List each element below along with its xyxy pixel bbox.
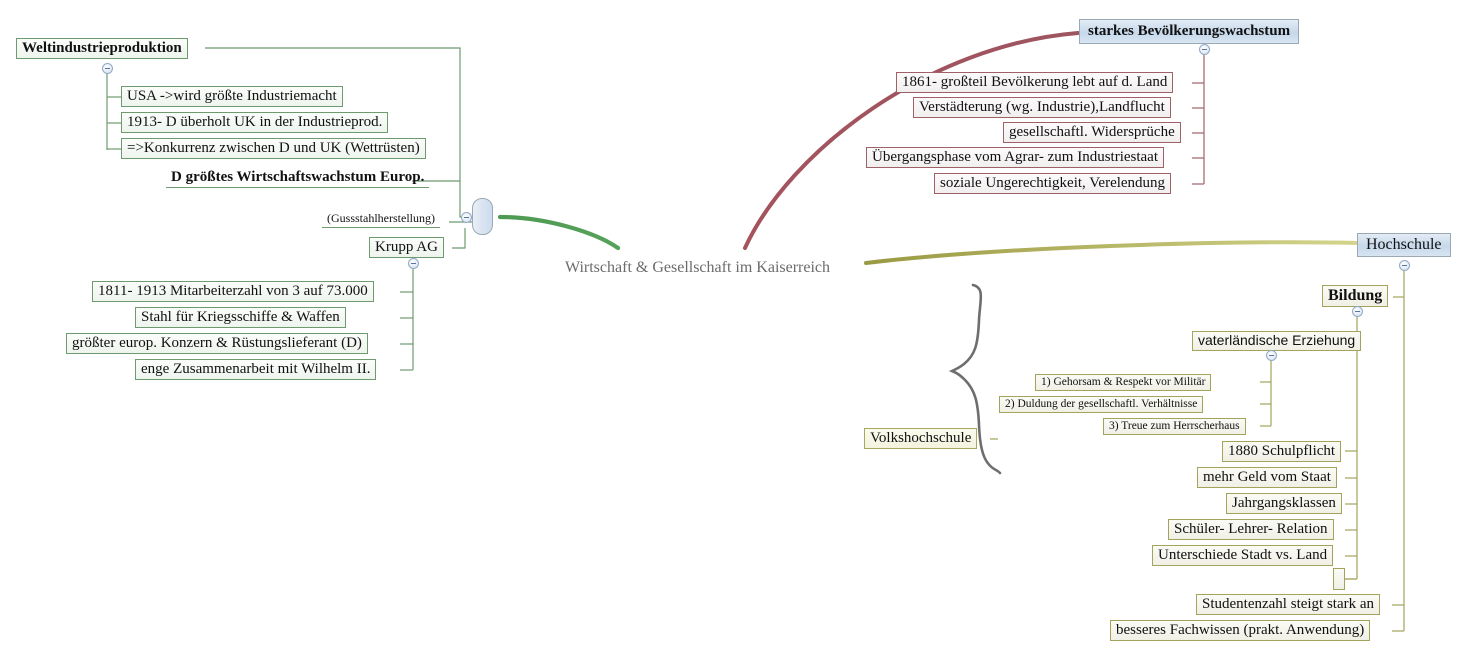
node-hochschule[interactable]: Hochschule bbox=[1357, 233, 1451, 258]
node-patriotic-item-1[interactable]: 1) Gehorsam & Respekt vor Militär bbox=[1035, 374, 1212, 392]
node-volkshochschule[interactable]: Volkshochschule bbox=[864, 428, 978, 450]
center-topic-title: Wirtschaft & Gesellschaft im Kaiserreich bbox=[565, 259, 831, 276]
node-industry-item-3[interactable]: =>Konkurrenz zwischen D und UK (Wettrüst… bbox=[121, 138, 426, 160]
node-population-item-3[interactable]: gesellschaftl. Widersprüche bbox=[1003, 122, 1181, 144]
collapse-toggle-bevoelkerung[interactable] bbox=[1199, 44, 1210, 55]
node-starkes-bevoelkerungswachstum[interactable]: starkes Bevölkerungswachstum bbox=[1079, 19, 1300, 45]
node-vaterlaendische-erziehung[interactable]: vaterländische Erziehung bbox=[1192, 331, 1362, 352]
node-gussstahlherstellung[interactable]: (Gussstahlherstellung) bbox=[322, 211, 440, 228]
collapse-toggle-erziehung[interactable] bbox=[1266, 350, 1277, 361]
node-krupp-item-2[interactable]: Stahl für Kriegsschiffe & Waffen bbox=[135, 307, 346, 329]
node-krupp-item-4[interactable]: enge Zusammenarbeit mit Wilhelm II. bbox=[135, 359, 377, 381]
node-school-item-3[interactable]: Jahrgangsklassen bbox=[1226, 493, 1342, 515]
node-industry-item-1[interactable]: USA ->wird größte Industriemacht bbox=[121, 86, 343, 108]
node-population-item-1[interactable]: 1861- großteil Bevölkerung lebt auf d. L… bbox=[896, 72, 1174, 94]
node-school-item-2[interactable]: mehr Geld vom Staat bbox=[1197, 467, 1337, 489]
node-krupp-ag[interactable]: Krupp AG bbox=[369, 237, 444, 259]
node-patriotic-item-2[interactable]: 2) Duldung der gesellschaftl. Verhältnis… bbox=[999, 396, 1204, 414]
node-school-item-5[interactable]: Unterschiede Stadt vs. Land bbox=[1152, 545, 1334, 567]
node-bildung[interactable]: Bildung bbox=[1322, 285, 1389, 308]
node-population-item-5[interactable]: soziale Ungerechtigkeit, Verelendung bbox=[934, 173, 1172, 195]
node-krupp-item-1[interactable]: 1811- 1913 Mitarbeiterzahl von 3 auf 73.… bbox=[92, 281, 374, 303]
node-krupp-item-3[interactable]: größter europ. Konzern & Rüstungsliefera… bbox=[66, 333, 368, 355]
node-school-item-empty[interactable] bbox=[1333, 568, 1345, 590]
collapse-toggle-root[interactable] bbox=[461, 212, 472, 223]
node-industry-item-2[interactable]: 1913- D überholt UK in der Industrieprod… bbox=[121, 112, 389, 134]
node-school-item-1[interactable]: 1880 Schulpflicht bbox=[1222, 441, 1342, 463]
collapse-toggle-weltindustrieproduktion[interactable] bbox=[102, 63, 113, 74]
node-patriotic-item-3[interactable]: 3) Treue zum Herrscherhaus bbox=[1103, 418, 1246, 436]
collapse-toggle-hochschule[interactable] bbox=[1399, 260, 1410, 271]
root-node-capsule[interactable] bbox=[472, 198, 493, 235]
node-industry-summary[interactable]: D größtes Wirtschaftswachstum Europ. bbox=[166, 168, 430, 189]
node-university-item-2[interactable]: besseres Fachwissen (prakt. Anwendung) bbox=[1110, 620, 1371, 642]
node-school-item-4[interactable]: Schüler- Lehrer- Relation bbox=[1168, 519, 1334, 541]
node-population-item-2[interactable]: Verstädterung (wg. Industrie),Landflucht bbox=[913, 97, 1171, 119]
node-population-item-4[interactable]: Übergangsphase vom Agrar- zum Industries… bbox=[866, 147, 1165, 169]
collapse-toggle-krupp[interactable] bbox=[408, 258, 419, 269]
collapse-toggle-bildung[interactable] bbox=[1352, 306, 1363, 317]
node-weltindustrieproduktion[interactable]: Weltindustrieproduktion bbox=[16, 38, 188, 60]
node-university-item-1[interactable]: Studentenzahl steigt stark an bbox=[1196, 594, 1381, 616]
